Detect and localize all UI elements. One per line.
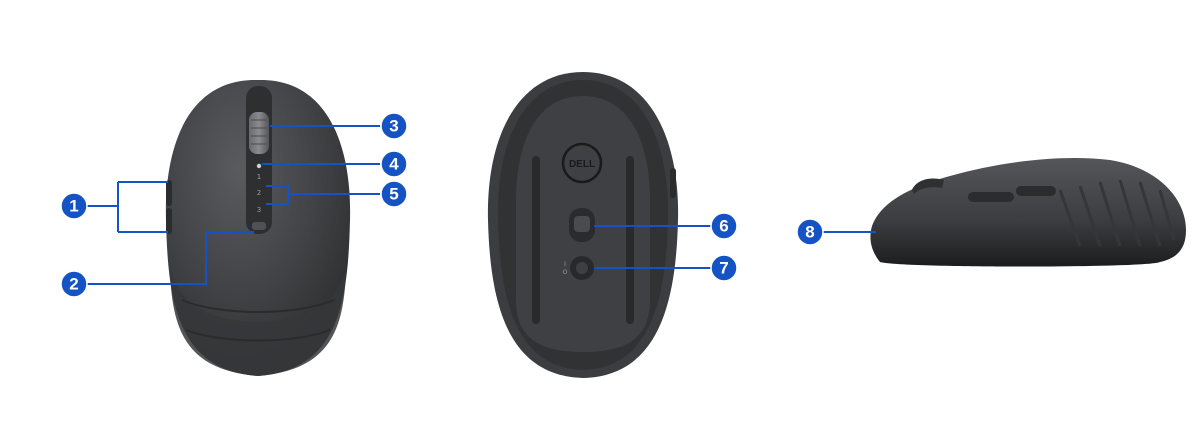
callout-8: 8: [796, 218, 824, 246]
callout-5: 5: [380, 180, 408, 208]
callout-number: 6: [719, 217, 728, 236]
callout-6: 6: [710, 212, 738, 240]
callout-1: 1: [60, 192, 88, 220]
channel-label: 3: [257, 206, 261, 214]
mouse-top-view: 1 2 3: [165, 79, 351, 377]
mouse-side-body: [870, 157, 1186, 262]
channel-switch-button[interactable]: [252, 222, 266, 230]
callout-leaders-top: [86, 125, 380, 285]
svg-text:I: I: [564, 261, 566, 268]
callout-number: 7: [719, 259, 728, 278]
callout-7: 7: [710, 254, 738, 282]
svg-text:O: O: [563, 269, 568, 276]
callout-3: 3: [380, 112, 408, 140]
battery-led: [256, 163, 262, 169]
callout-number: 5: [389, 185, 398, 204]
callout-number: 4: [389, 155, 399, 174]
callout-number: 1: [69, 197, 78, 216]
channel-label: 1: [257, 173, 261, 181]
side-button-forward[interactable]: [166, 180, 172, 206]
callout-number: 2: [69, 275, 78, 294]
side-button-back[interactable]: [1016, 186, 1056, 196]
channel-label: 2: [257, 189, 261, 197]
mouse-bottom-view: DELL I O: [487, 72, 679, 378]
side-button-back[interactable]: [166, 208, 172, 234]
dell-logo: [561, 142, 603, 184]
scroll-wheel[interactable]: [249, 112, 269, 154]
dell-logo-text: DELL: [569, 159, 595, 170]
mouse-side-view: [870, 157, 1186, 267]
callout-leaders-bottom: [594, 225, 712, 269]
callout-number: 3: [389, 117, 398, 136]
callout-2: 2: [60, 270, 88, 298]
side-scroll-wheel[interactable]: [912, 178, 944, 194]
callout-number: 8: [805, 223, 814, 242]
callout-4: 4: [380, 150, 408, 178]
side-button-forward[interactable]: [968, 192, 1014, 202]
mouse-top-palm: [170, 270, 346, 376]
